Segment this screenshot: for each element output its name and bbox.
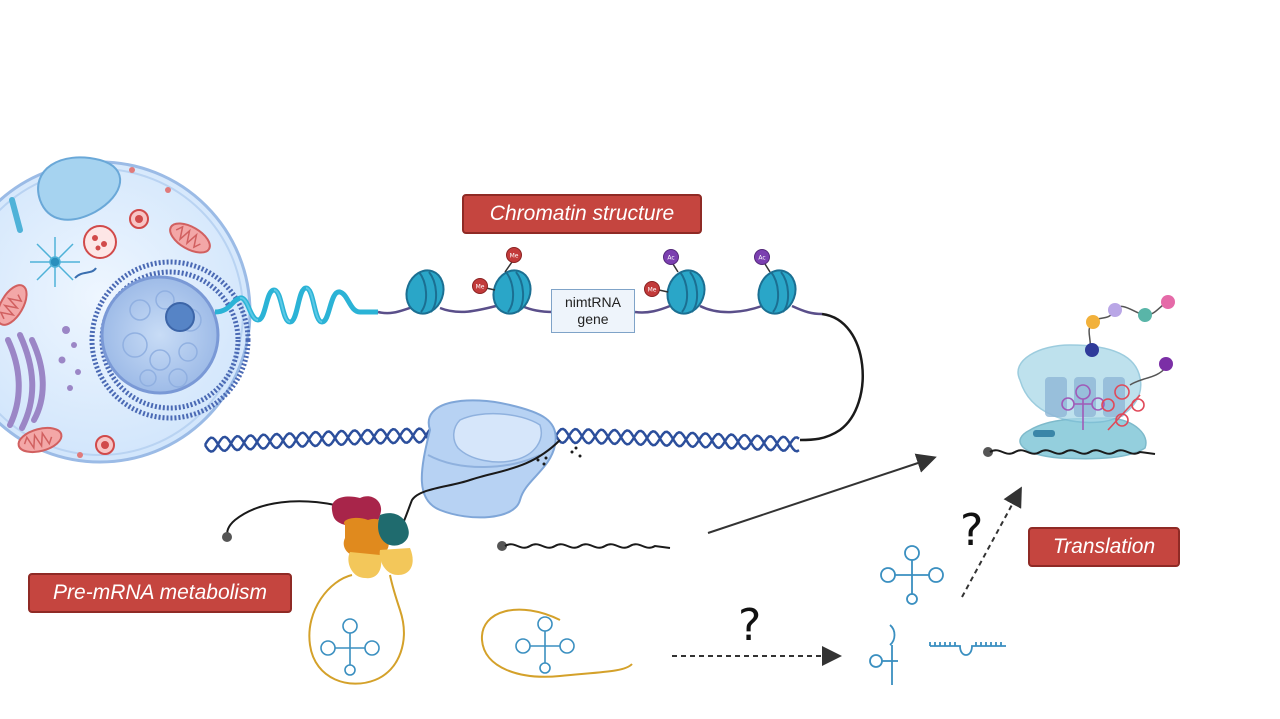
trna-in-intron bbox=[320, 618, 380, 676]
trna-on-ribosome bbox=[1101, 384, 1145, 431]
nimtrna-gene-box: nimtRNA gene bbox=[551, 289, 635, 333]
chromatin-fiber bbox=[214, 285, 378, 325]
svg-text:Ac: Ac bbox=[758, 255, 765, 262]
nucleosome bbox=[492, 269, 532, 315]
intron-lariat bbox=[308, 574, 405, 685]
centrosome bbox=[30, 237, 80, 287]
mitochondrion bbox=[17, 426, 63, 454]
methylation-mark: Me bbox=[504, 247, 522, 273]
methylation-mark: Me bbox=[644, 281, 669, 297]
rna-polymerase bbox=[420, 399, 557, 519]
amino-acid bbox=[1085, 343, 1099, 357]
pre-mrna-strand bbox=[226, 500, 336, 537]
nucleosome bbox=[666, 269, 706, 315]
amino-acid bbox=[1086, 315, 1100, 329]
amino-acid bbox=[1159, 357, 1173, 371]
intron-lariat bbox=[480, 608, 633, 678]
trna-fragment bbox=[929, 642, 1006, 656]
nucleosome bbox=[757, 269, 797, 315]
translation-label: Translation bbox=[1028, 527, 1180, 567]
acetylation-mark: Ac bbox=[663, 249, 679, 273]
vacuole bbox=[37, 156, 121, 221]
svg-text:Ac: Ac bbox=[667, 255, 674, 262]
arrow-to-translation bbox=[707, 453, 937, 534]
dashed-arrow-to-ribosome bbox=[961, 486, 1022, 598]
gene-label-line1: nimtRNA bbox=[564, 294, 621, 310]
pre-mrna-metabolism-label: Pre-mRNA metabolism bbox=[28, 573, 292, 613]
mrna-translated bbox=[989, 449, 1156, 455]
lysosome bbox=[83, 225, 117, 259]
trna-fragment bbox=[869, 624, 898, 685]
chromatin-structure-label: Chromatin structure bbox=[462, 194, 702, 234]
nucleus bbox=[100, 275, 220, 395]
gene-label-line2: gene bbox=[577, 311, 609, 327]
question-mark: ? bbox=[738, 600, 762, 651]
methylation-mark: Me bbox=[472, 278, 496, 294]
mature-mrna bbox=[504, 543, 671, 549]
mitochondrion bbox=[169, 222, 211, 254]
acetylation-mark: Ac bbox=[754, 249, 771, 273]
nucleolus bbox=[165, 302, 195, 332]
question-mark: ? bbox=[960, 505, 984, 556]
dna-loop bbox=[799, 312, 864, 442]
svg-text:Me: Me bbox=[648, 287, 657, 294]
peptide-chain bbox=[1088, 301, 1169, 351]
amino-acid bbox=[1138, 308, 1152, 322]
spliceosome bbox=[331, 496, 413, 579]
nascent-rna bbox=[399, 439, 561, 531]
golgi-apparatus bbox=[5, 332, 46, 431]
linker-dna bbox=[377, 303, 823, 316]
svg-text:Me: Me bbox=[476, 284, 485, 291]
nucleosome bbox=[405, 269, 445, 315]
cell bbox=[0, 156, 252, 464]
amino-acid bbox=[1161, 295, 1175, 309]
trna bbox=[880, 545, 944, 605]
mitochondrion bbox=[0, 284, 28, 326]
amino-acid bbox=[1108, 303, 1122, 317]
trna-in-intron bbox=[515, 616, 575, 674]
trna-on-ribosome bbox=[1061, 384, 1105, 430]
ribosome bbox=[1017, 344, 1147, 460]
svg-text:Me: Me bbox=[510, 253, 519, 260]
